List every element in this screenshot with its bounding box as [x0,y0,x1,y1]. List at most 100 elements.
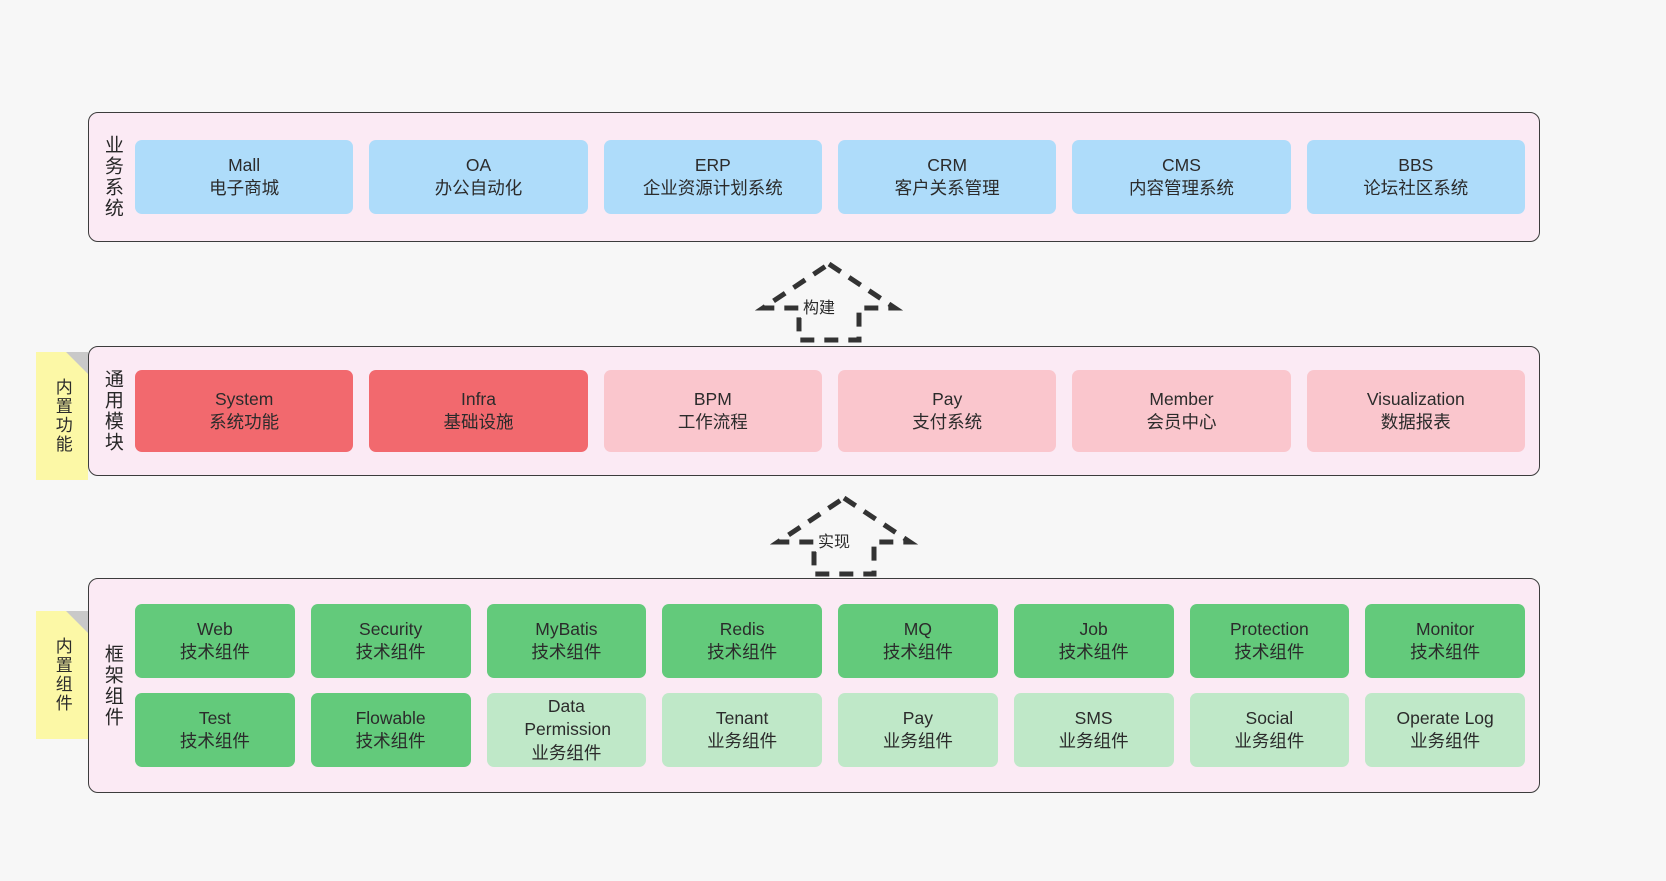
card-redis[interactable]: Redis 技术组件 [662,604,822,678]
card-cn-label: 业务组件 [882,731,953,751]
card-en-label: Protection [1229,618,1309,639]
card-en-label: Social [1245,707,1294,728]
card-en-label: Visualization [1366,388,1465,409]
layer-body-common: System 系统功能 Infra 基础设施 BPM 工作流程 Pay 支付系统… [135,347,1539,475]
card-mybatis[interactable]: MyBatis 技术组件 [486,604,647,678]
card-cn-label: 技术组件 [355,642,426,662]
layer-title-common: 通用模块 [101,369,123,453]
card-en-label: Security [359,618,423,639]
card-cn-label: 内容管理系统 [1128,178,1234,198]
card-system[interactable]: System 系统功能 [135,370,354,452]
sticky-note-label: 内置组件 [52,637,72,713]
layer-common-module: 通用模块 System 系统功能 Infra 基础设施 BPM 工作流程 Pay… [88,346,1540,476]
card-cn-label: 业务组件 [531,742,602,763]
card-row: System 系统功能 Infra 基础设施 BPM 工作流程 Pay 支付系统… [135,370,1525,452]
card-flowable[interactable]: Flowable 技术组件 [310,693,471,767]
card-cn-label: 技术组件 [1410,642,1481,662]
card-security[interactable]: Security 技术组件 [310,604,471,678]
card-cn-label: 业务组件 [1410,731,1481,751]
card-erp[interactable]: ERP 企业资源计划系统 [603,140,822,214]
card-bbs[interactable]: BBS 论坛社区系统 [1306,140,1525,214]
card-cn-label: 数据报表 [1380,412,1451,432]
card-cms[interactable]: CMS 内容管理系统 [1072,140,1291,214]
card-cn-label: 办公自动化 [434,178,523,198]
card-job[interactable]: Job 技术组件 [1013,604,1174,678]
dashed-block-arrow-up-icon [754,260,904,343]
card-en-label: Job [1079,618,1108,639]
card-operate-log[interactable]: Operate Log 业务组件 [1365,693,1525,767]
card-bpm[interactable]: BPM 工作流程 [603,370,822,452]
card-cn-label: 技术组件 [882,642,953,662]
card-cn-label: 技术组件 [179,731,250,751]
card-mq[interactable]: MQ 技术组件 [838,604,998,678]
page-fold-corner-icon [66,352,88,374]
card-en-label: BBS [1398,154,1434,175]
card-en-label: MyBatis [535,618,598,639]
card-en-label: Monitor [1415,618,1475,639]
card-tenant[interactable]: Tenant 业务组件 [662,693,822,767]
card-en-label: MQ [903,618,932,639]
layer-body-framework: Web 技术组件 Security 技术组件 MyBatis 技术组件 Redi… [135,579,1539,792]
card-en-label: Test [198,707,231,728]
card-en-label: Member [1149,388,1214,409]
card-web[interactable]: Web 技术组件 [135,604,295,678]
card-en-label: BPM [693,388,732,409]
card-en-label: SMS [1074,707,1113,728]
card-en-label: Data Permission [524,696,611,740]
card-cn-label: 技术组件 [1058,642,1129,662]
card-visualization[interactable]: Visualization 数据报表 [1306,370,1525,452]
dashed-block-arrow-up-icon [769,494,919,577]
card-monitor[interactable]: Monitor 技术组件 [1365,604,1525,678]
card-cn-label: 基础设施 [443,412,514,432]
connector-implement: 实现 [769,492,919,580]
card-crm[interactable]: CRM 客户关系管理 [837,140,1057,214]
layer-title-business: 业务系统 [101,135,123,219]
card-protection[interactable]: Protection 技术组件 [1189,604,1350,678]
layer-business-system: 业务系统 Mall 电子商城 OA 办公自动化 ERP 企业资源计划系统 CRM… [88,112,1540,242]
card-cn-label: 支付系统 [912,412,983,432]
card-infra[interactable]: Infra 基础设施 [369,370,588,452]
card-cn-label: 业务组件 [1058,731,1129,751]
card-row: Mall 电子商城 OA 办公自动化 ERP 企业资源计划系统 CRM 客户关系… [135,140,1525,214]
card-test[interactable]: Test 技术组件 [135,693,295,767]
card-cn-label: 客户关系管理 [894,178,1000,198]
card-mall[interactable]: Mall 电子商城 [135,140,354,214]
card-cn-label: 业务组件 [1234,731,1305,751]
sticky-note-builtin-function: 内置功能 [36,352,88,480]
card-en-label: Pay [932,388,963,409]
layer-title-framework: 框架组件 [101,643,123,728]
card-cn-label: 系统功能 [209,412,280,432]
card-social[interactable]: Social 业务组件 [1189,693,1350,767]
card-cn-label: 技术组件 [707,642,778,662]
connector-build-label: 构建 [801,294,838,318]
card-data-permission[interactable]: Data Permission 业务组件 [486,693,647,767]
card-en-label: CRM [927,154,968,175]
card-member[interactable]: Member 会员中心 [1072,370,1291,452]
card-cn-label: 技术组件 [531,642,602,662]
layer-framework-component: 框架组件 Web 技术组件 Security 技术组件 MyBatis 技术组件… [88,578,1540,793]
card-sms[interactable]: SMS 业务组件 [1013,693,1174,767]
card-en-label: Operate Log [1396,707,1494,728]
sticky-note-builtin-component: 内置组件 [36,611,88,739]
card-oa[interactable]: OA 办公自动化 [369,140,588,214]
card-en-label: CMS [1162,154,1201,175]
sticky-note-label: 内置功能 [52,378,72,454]
card-pay-component[interactable]: Pay 业务组件 [838,693,998,767]
card-en-label: OA [465,154,492,175]
card-cn-label: 技术组件 [1234,642,1305,662]
card-en-label: ERP [694,154,731,175]
card-pay-module[interactable]: Pay 支付系统 [837,370,1057,452]
card-en-label: Mall [228,154,261,175]
connector-implement-label: 实现 [816,528,853,552]
card-en-label: System [214,388,274,409]
card-cn-label: 技术组件 [179,642,250,662]
card-cn-label: 工作流程 [677,412,748,432]
page-fold-corner-icon [66,611,88,633]
card-cn-label: 业务组件 [707,731,778,751]
card-row: Test 技术组件 Flowable 技术组件 Data Permission … [135,693,1525,767]
card-en-label: Web [197,618,233,639]
card-cn-label: 会员中心 [1146,412,1217,432]
card-en-label: Pay [902,707,933,728]
card-cn-label: 企业资源计划系统 [642,178,783,198]
